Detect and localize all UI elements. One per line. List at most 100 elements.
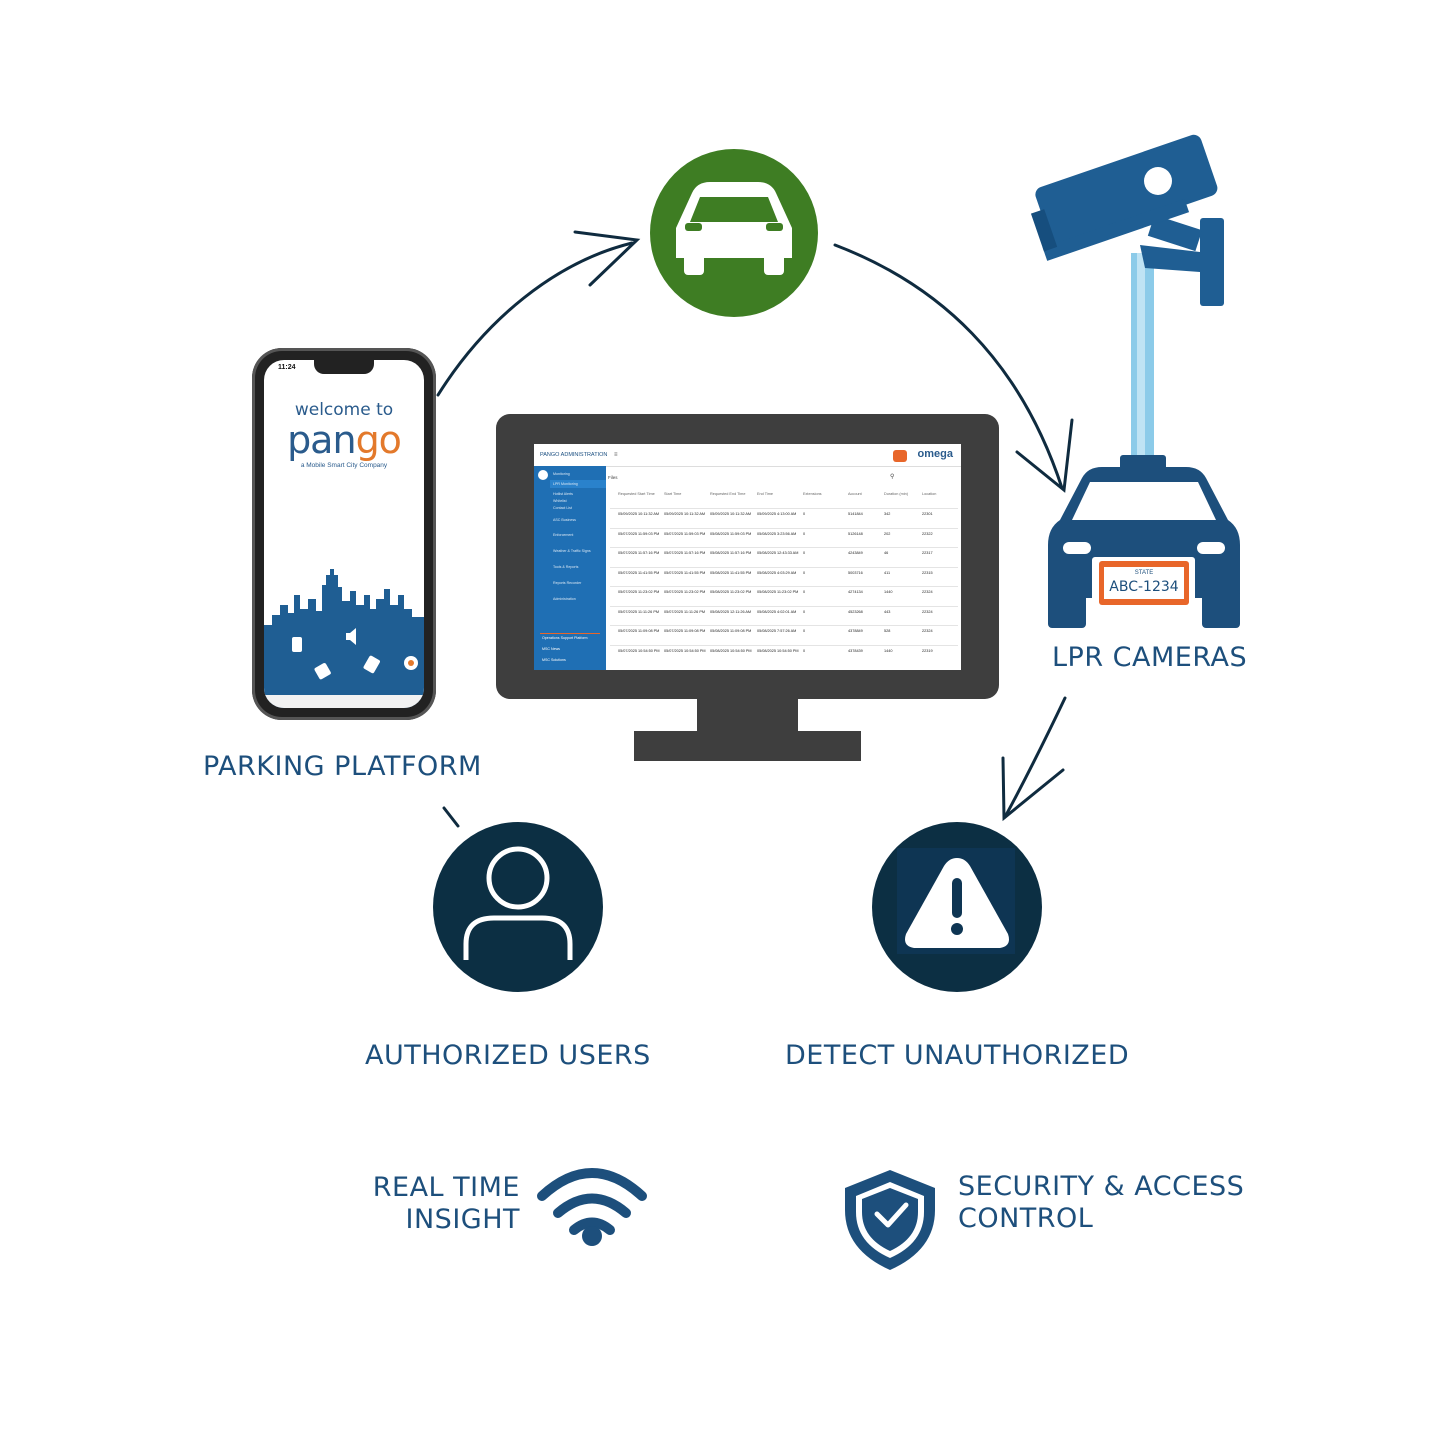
user-icon <box>433 822 603 992</box>
table-cell: 05/07/2025 11:57:16 PM <box>664 551 706 555</box>
table-cell: 22301 <box>922 512 933 516</box>
table-row-divider <box>610 547 958 548</box>
phone-time: 11:24 <box>278 364 296 371</box>
sidebar-item[interactable]: Whitelist <box>553 499 567 503</box>
table-row-divider <box>610 508 958 509</box>
table-cell: 1440 <box>884 648 893 653</box>
welcome-text: welcome to <box>294 400 394 420</box>
table-cell: 5141844 <box>848 512 863 516</box>
table-cell: 443 <box>884 609 891 614</box>
table-cell: 22319 <box>922 648 933 653</box>
table-row-divider <box>610 644 958 646</box>
table-cell: 05/08/2025 7:57:26 AM <box>757 629 797 633</box>
arrowhead-phone-to-car <box>573 230 641 287</box>
table-cell: 05/07/2025 11:09:08 PM <box>664 629 706 633</box>
parking-platform-label: PARKING PLATFORM <box>203 751 482 782</box>
table-cell: 05/08/2025 11:41:55 PM <box>710 570 752 575</box>
sidebar-item[interactable]: Operations Support Platform <box>542 636 588 640</box>
table-cell: 0 <box>803 531 806 536</box>
column-header[interactable]: Extensions <box>803 492 822 496</box>
table-cell: 22324 <box>922 629 933 633</box>
table-cell: 05/07/2025 11:57:16 PM <box>618 551 660 555</box>
table-cell: 05/08/2025 11:09:08 PM <box>710 629 752 633</box>
table-cell: 22324 <box>922 590 933 594</box>
column-header[interactable]: Requested End Time <box>710 492 746 496</box>
table-cell: 4243849 <box>848 551 863 555</box>
table-cell: 05/07/2025 11:23:02 PM <box>664 590 706 594</box>
sidebar-active-row <box>550 480 606 488</box>
sidebar-item[interactable]: Contact List <box>553 506 572 510</box>
sidebar-item[interactable]: ASC Business <box>553 518 576 522</box>
table-cell: 4378849 <box>848 629 863 633</box>
detect-unauthorized-label: DETECT UNAUTHORIZED <box>785 1040 1130 1071</box>
pango-logo: pango <box>287 418 402 462</box>
column-header[interactable]: Start Time <box>664 492 682 496</box>
phone-screen: 11:24 welcome to pango a Mobile Smart Ci… <box>264 360 424 708</box>
dashboard-main: Files ⚲ Requested Start Time Start Time Re… <box>606 466 961 670</box>
arrowhead-car-to-camera <box>1015 418 1074 493</box>
arrow-phone-to-car <box>436 241 634 397</box>
sidebar-avatar <box>538 470 548 480</box>
sidebar-item[interactable]: Enforcement <box>553 533 574 537</box>
table-cell: 4523268 <box>848 609 863 614</box>
search-icon[interactable]: ⚲ <box>890 474 895 480</box>
omega-logo: omega <box>917 448 953 460</box>
menu-icon[interactable]: ≡ <box>614 452 618 458</box>
table-cell: 05/07/2025 11:41:55 PM <box>618 570 660 575</box>
sidebar-item[interactable]: Weather & Traffic Signs <box>553 549 591 553</box>
table-cell: 411 <box>884 570 891 575</box>
table-row-divider <box>610 625 958 626</box>
table-row-divider <box>610 605 958 607</box>
table-cell: 46 <box>884 551 889 555</box>
sidebar-item[interactable]: Hotlist Alerts <box>553 492 573 496</box>
phone-notch <box>314 360 374 374</box>
sidebar-item[interactable]: LPR Monitoring <box>553 482 578 486</box>
table-cell: 05/07/2025 10:54:50 PM <box>618 648 660 653</box>
table-row-divider <box>610 566 958 568</box>
table-cell: 22324 <box>922 609 933 614</box>
table-cell: 0 <box>803 512 806 516</box>
table-cell: 05/08/2025 3:23:56 AM <box>757 531 797 536</box>
sidebar-item[interactable]: Monitoring <box>553 472 570 476</box>
arrowhead-camera-to-alert <box>1001 756 1065 822</box>
sidebar-item[interactable]: Reports Recorder <box>553 581 582 585</box>
table-cell: 05/08/2025 4:03:29 AM <box>757 570 797 575</box>
sidebar-item[interactable]: MSC News <box>542 647 560 651</box>
pango-tagline: a Mobile Smart City Company <box>300 462 388 469</box>
security-access-label: SECURITY & ACCESS CONTROL <box>958 1171 1244 1235</box>
files-label: Files <box>608 475 618 480</box>
table-cell: 05/09/2025 10:11:32 AM <box>618 512 660 516</box>
table-cell: 202 <box>884 531 891 536</box>
table-row-divider <box>610 527 958 529</box>
table-cell: 22322 <box>922 531 933 536</box>
column-header[interactable]: Duration (min) <box>884 492 909 496</box>
arrow-camera-to-alert <box>1003 696 1067 819</box>
license-plate-icon: STATE ABC-1234 <box>1099 561 1189 605</box>
column-header[interactable]: Account <box>848 492 862 496</box>
column-header[interactable]: Requested Start Time <box>618 492 655 496</box>
sidebar-item[interactable]: MSC Solutions <box>542 658 566 662</box>
table-cell: 05/07/2025 11:09:08 PM <box>618 629 660 633</box>
column-header[interactable]: End Time <box>757 492 774 496</box>
real-time-line2: INSIGHT <box>405 1204 520 1235</box>
omega-logo-mark <box>893 450 907 462</box>
table-cell: 0 <box>803 590 806 594</box>
table-cell: 05/08/2025 12:43:33 AM <box>757 551 799 555</box>
plate-state: STATE <box>1134 570 1154 576</box>
plate-number: ABC-1234 <box>1109 579 1179 595</box>
security-camera-icon <box>1030 134 1224 458</box>
real-time-insight-label: REAL TIME INSIGHT <box>300 1172 520 1236</box>
sidebar-item[interactable]: Administration <box>553 597 576 601</box>
table-cell: 05/08/2025 10:54:50 PM <box>757 648 799 653</box>
table-cell: 05/07/2025 11:11:26 PM <box>664 609 706 614</box>
table-cell: 4378439 <box>848 648 863 653</box>
dashboard-header: PANGO ADMINISTRATION ≡ omega <box>534 444 961 467</box>
column-header[interactable]: Location <box>922 492 937 496</box>
sidebar-item[interactable]: Tools & Reports <box>553 565 579 569</box>
table-cell: 05/07/2025 11:41:55 PM <box>664 570 706 575</box>
table-cell: 05/08/2025 4:02:01 AM <box>757 609 797 614</box>
table-cell: 05/08/2025 10:54:50 PM <box>710 648 752 653</box>
table-cell: 0 <box>803 629 806 633</box>
